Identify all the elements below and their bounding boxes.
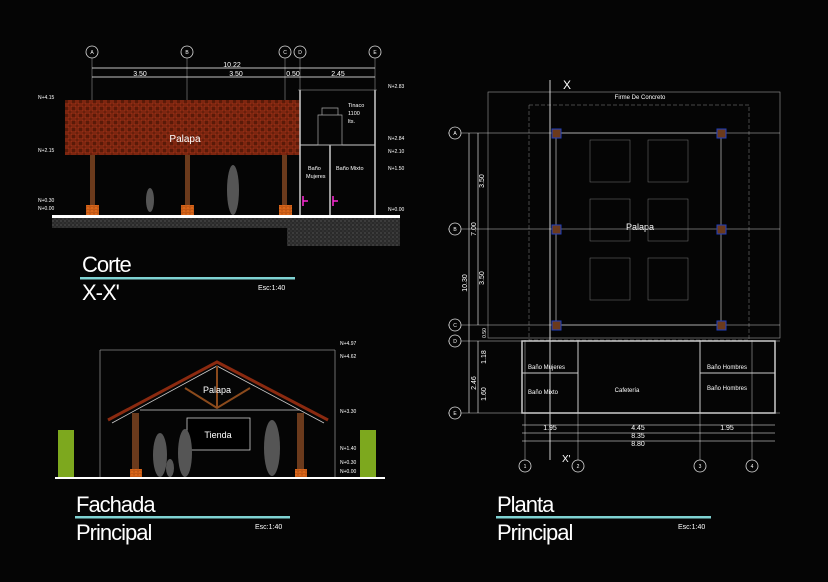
grid-bubble-d: D: [453, 339, 457, 345]
room-bano-mujeres-2: Mujeres: [306, 174, 326, 180]
dim-vertical: 1.60: [481, 387, 488, 401]
grid-bubble-4: 4: [751, 464, 754, 470]
level-label: N+4.15: [38, 95, 54, 101]
corte-subtitle: X-X': [82, 280, 120, 305]
fachada-subtitle: Principal: [76, 520, 151, 545]
fachada-palapa-label: Palapa: [203, 385, 231, 395]
dim-vertical: 3.50: [479, 174, 486, 188]
section-mark-x: X: [563, 78, 571, 92]
dim-2: 3.50: [229, 71, 243, 78]
grid-bubble-a: A: [90, 50, 94, 56]
dim-horizontal: 8.35: [631, 433, 645, 440]
slab-label: Firme De Concreto: [615, 95, 666, 101]
grid-bubble-c: C: [283, 50, 287, 56]
corte-section-view: A B C D E 10.22 3.50 3.50 0.50 2.45 Pala…: [38, 45, 404, 305]
dim-vertical: 7.00: [471, 222, 478, 236]
tank-label-1: Tinaco: [348, 103, 364, 109]
level-label: N+2.10: [388, 149, 404, 155]
grid-bubble-e: E: [373, 50, 377, 56]
fachada-roof: [107, 360, 329, 422]
level-label: N+1.50: [388, 166, 404, 172]
room-bano-mixto: Baño Mixto: [528, 390, 559, 396]
grid-bubble-b: B: [185, 50, 189, 56]
people-silhouettes: [146, 165, 239, 215]
planta-scale: Esc:1:40: [678, 524, 705, 531]
dim-horizontal: 1.95: [543, 425, 557, 432]
grid-bubble-1: 1: [524, 464, 527, 470]
level-label: N+0.00: [38, 206, 54, 212]
dim-3: 0.50: [286, 71, 300, 78]
grid-bubble-d: D: [298, 50, 302, 56]
levels-left: N+4.15 N+2.15 N+0.30 N+0.00: [38, 95, 54, 212]
tienda-label: Tienda: [204, 430, 231, 440]
palapa-label: Palapa: [169, 134, 201, 145]
planta-plan-view: Firme De Concreto Palapa Baño Mujeres Ba…: [448, 78, 781, 545]
room-bano-mujeres-1: Baño: [308, 166, 321, 172]
grid-bubble-3: 3: [699, 464, 702, 470]
ground-hatch: [52, 218, 287, 228]
grid-bubble-c: C: [453, 323, 457, 329]
fachada-title: Fachada: [76, 492, 156, 517]
planta-subtitle: Principal: [497, 520, 572, 545]
dim-horizontal: 8.80: [631, 441, 645, 448]
level-label: N+2.84: [388, 136, 404, 142]
room-bano-mixto: Baño Mixto: [336, 166, 364, 172]
title-underline: [80, 277, 295, 280]
dim-1: 3.50: [133, 71, 147, 78]
level-label: N+2.15: [38, 148, 54, 154]
room-bano-hombres-2: Baño Hombres: [707, 386, 747, 392]
dim-horizontal: 1.95: [720, 425, 734, 432]
fachada-scale: Esc:1:40: [255, 524, 282, 531]
dim-vertical: 2.46: [471, 376, 478, 390]
services-block: [521, 340, 776, 414]
level-label: N+4.62: [340, 354, 356, 360]
level-label: N+0.30: [38, 198, 54, 204]
grid-bubble-a: A: [453, 131, 457, 137]
plants: [58, 430, 376, 478]
planta-title: Planta: [497, 492, 555, 517]
level-label: N+2.83: [388, 84, 404, 90]
dim-vertical: 0.50: [482, 328, 488, 338]
water-tank: [317, 107, 343, 146]
level-label: N+0.00: [340, 469, 356, 475]
tank-label-3: lts.: [348, 119, 356, 125]
dim-4: 2.45: [331, 71, 345, 78]
level-label: N+3.30: [340, 409, 356, 415]
room-bano-hombres-1: Baño Hombres: [707, 365, 747, 371]
room-bano-mujeres: Baño Mujeres: [528, 365, 565, 371]
tables: [589, 139, 689, 301]
grid-bubble-e: E: [453, 411, 457, 417]
dim-vertical: 3.50: [479, 271, 486, 285]
level-label: N+0.00: [388, 207, 404, 213]
planta-palapa-label: Palapa: [626, 222, 654, 232]
corte-title: Corte: [82, 252, 132, 277]
level-label: N+0.30: [340, 460, 356, 466]
dim-total: 10.22: [223, 62, 241, 69]
grid-bubble-2: 2: [577, 464, 580, 470]
tank-label-2: 1100: [348, 111, 360, 117]
corte-scale: Esc:1:40: [258, 285, 285, 292]
section-mark-x-prime: X': [562, 454, 571, 465]
dim-vertical: 1.18: [481, 350, 488, 364]
dim-vertical: 10.30: [462, 274, 469, 292]
level-label: N+1.40: [340, 446, 356, 452]
grid-bubble-b: B: [453, 227, 457, 233]
level-label: N+4.97: [340, 341, 356, 347]
tienda-sign: [186, 417, 251, 451]
levels-right: N+2.83 N+2.84 N+2.10 N+1.50 N+0.00: [388, 84, 404, 213]
fachada-elevation-view: Palapa Tienda N+4.97 N+4.62 N+3.30 N+1.4…: [55, 341, 385, 545]
palapa-roof-tiles: [65, 100, 300, 155]
room-cafeteria: Cafetería: [615, 388, 640, 394]
dim-horizontal: 4.45: [631, 425, 645, 432]
